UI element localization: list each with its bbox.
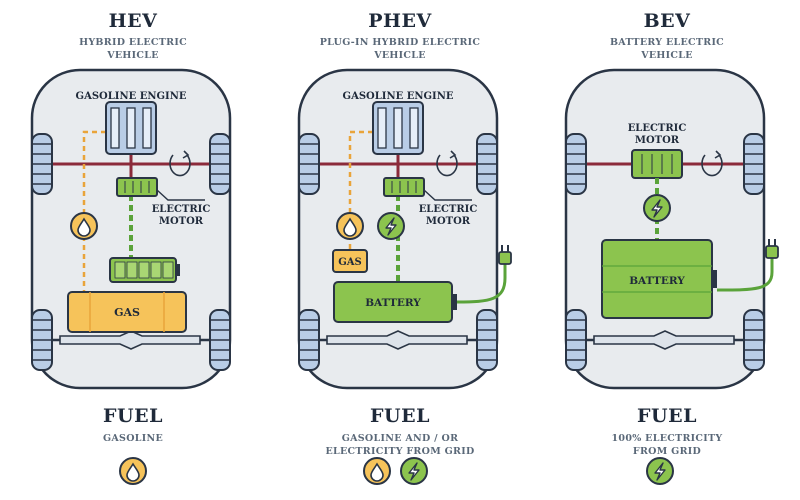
hev-motor-label-2: MOTOR [159, 216, 204, 227]
phev-fuel-drop-icon [363, 457, 391, 485]
hev-fuel-title: FUEL [103, 405, 163, 427]
bev-plug-icon [764, 237, 780, 274]
phev-tank-label: GAS [338, 257, 362, 268]
phev-engine-label: GASOLINE ENGINE [343, 91, 454, 102]
hev-fuel-drop-icon [119, 457, 147, 485]
phev-title: PHEV [368, 10, 432, 32]
phev-battery-label: BATTERY [365, 297, 421, 309]
bev-bolt-icon [643, 194, 671, 222]
phev-bolt-icon [377, 212, 405, 240]
phev-motor-label-2: MOTOR [426, 216, 471, 227]
phev-gas-drop-icon [336, 212, 364, 240]
phev-column: PHEV PLUG-IN HYBRID ELECTRIC VEHICLE FUE… [267, 0, 533, 500]
hev-title: HEV [108, 10, 158, 32]
bev-column: BEV BATTERY ELECTRIC VEHICLE FUEL 100% E… [534, 0, 800, 500]
bev-fuel-bolt-icon [646, 457, 674, 485]
hev-gas-drop-icon [70, 212, 98, 240]
phev-motor-label-1: ELECTRIC [419, 204, 478, 215]
bev-fuel-title: FUEL [637, 405, 697, 427]
hev-engine-label: GASOLINE ENGINE [76, 91, 187, 102]
phev-diagram: GASOLINE ENGINE ELECTRIC MOTOR GAS BATTE… [297, 68, 513, 390]
hev-column: HEV HYBRID ELECTRIC VEHICLE FUEL GASOLIN… [0, 0, 266, 500]
bev-motor-label-1: ELECTRIC [628, 123, 687, 134]
bev-battery-label: BATTERY [629, 275, 685, 287]
bev-subtitle: BATTERY ELECTRIC VEHICLE [609, 37, 725, 61]
hev-tank-label: GAS [114, 306, 140, 319]
hev-subtitle: HYBRID ELECTRIC VEHICLE [79, 37, 187, 61]
bev-motor-label-2: MOTOR [635, 135, 680, 146]
phev-fuel-bolt-icon [400, 457, 428, 485]
phev-fuel-desc: GASOLINE AND / OR ELECTRICITY FROM GRID [325, 433, 475, 457]
hev-diagram: GASOLINE ENGINE ELECTRIC MOTOR GAS [30, 68, 232, 390]
bev-diagram: ELECTRIC MOTOR BATTERY [564, 68, 780, 390]
phev-subtitle: PLUG-IN HYBRID ELECTRIC VEHICLE [319, 37, 481, 61]
bev-title: BEV [643, 10, 691, 32]
hev-fuel-desc: GASOLINE [102, 433, 164, 444]
phev-fuel-title: FUEL [370, 405, 430, 427]
hev-motor-label-1: ELECTRIC [152, 204, 211, 215]
phev-plug-icon [497, 243, 513, 280]
bev-fuel-desc: 100% ELECTRICITY FROM GRID [611, 433, 723, 457]
